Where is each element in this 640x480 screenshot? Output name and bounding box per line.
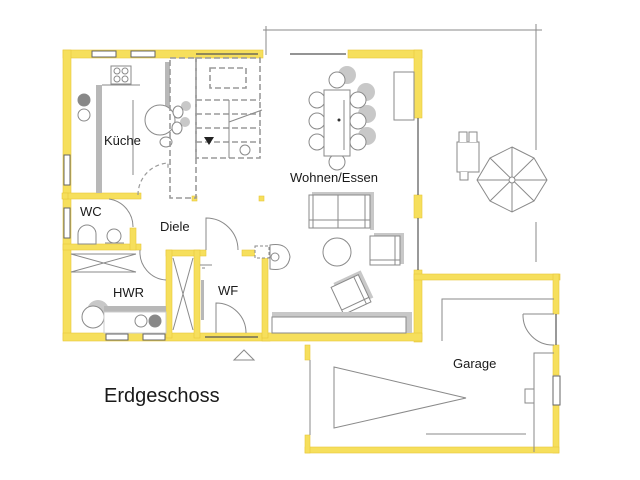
- living-furniture: [271, 192, 412, 334]
- room-label-hwr: HWR: [113, 285, 144, 300]
- hwr-fixtures: [70, 249, 167, 334]
- terrace-outline: [263, 24, 542, 262]
- sideboard: [393, 71, 415, 121]
- staircase: [169, 57, 263, 199]
- entrance-marker-icon: [232, 349, 256, 361]
- parasol-icon: [476, 146, 548, 213]
- room-label-wohnen-essen: Wohnen/Essen: [290, 170, 378, 185]
- wf-fixtures: [172, 217, 291, 334]
- room-label-wc: WC: [80, 204, 102, 219]
- room-label-garage: Garage: [453, 356, 496, 371]
- windows: [63, 50, 419, 341]
- stair-direction-icon: [204, 137, 214, 145]
- room-label-wf: WF: [218, 283, 238, 298]
- kitchen-furniture: [77, 62, 191, 193]
- plan-title: Erdgeschoss: [104, 385, 220, 407]
- wc-fixtures: [77, 198, 134, 245]
- terrace-table: [456, 131, 480, 181]
- room-label-kueche: Küche: [104, 133, 141, 148]
- room-label-diele: Diele: [160, 219, 190, 234]
- garage-interior: [309, 298, 555, 452]
- garage-walls: [304, 273, 561, 454]
- dining-table: [308, 66, 376, 171]
- kitchen-door[interactable]: [137, 162, 169, 196]
